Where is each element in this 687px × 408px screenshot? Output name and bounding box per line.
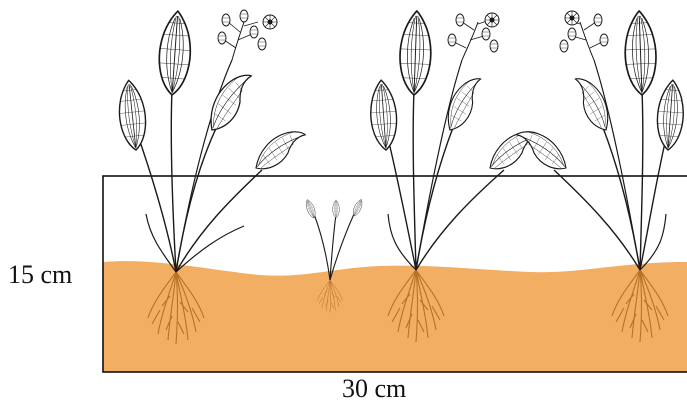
height-dimension-label: 15 cm bbox=[8, 262, 72, 288]
width-dimension-label: 30 cm bbox=[342, 376, 406, 402]
